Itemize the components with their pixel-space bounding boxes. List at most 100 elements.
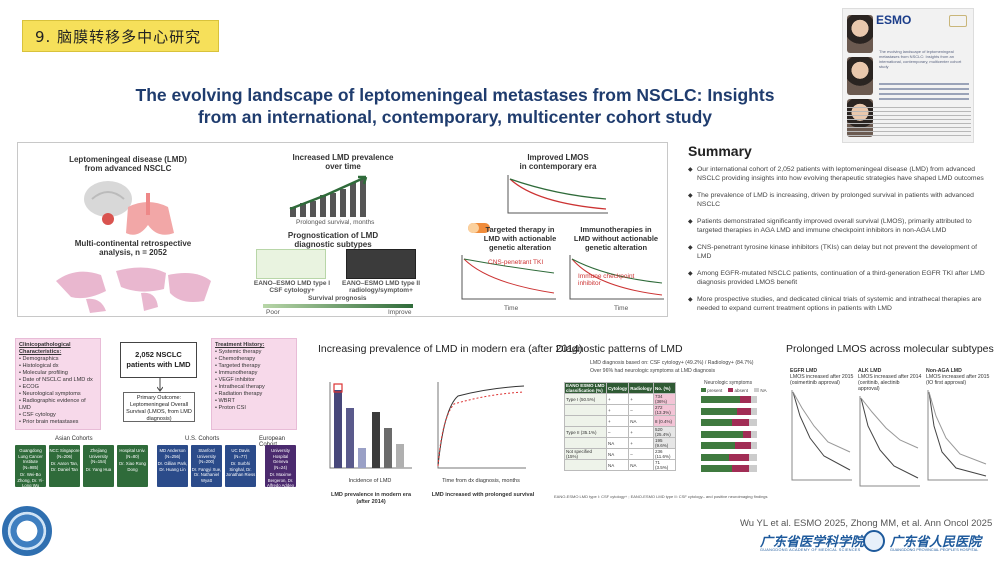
cohort-sublabel: analysis, n = 2052 <box>99 248 167 257</box>
time-label: Time <box>614 305 629 312</box>
symptom-bar-segment <box>751 407 757 415</box>
summary-item: The prevalence of LMD is increasing, dri… <box>688 192 988 209</box>
prevalence-title-block: Increased LMD prevalence over time <box>273 153 413 171</box>
treatment-box: Treatment History: • Systemic therapy• C… <box>211 338 297 430</box>
site-name: MD Anderson <box>159 448 186 453</box>
cumulative-incidence-chart <box>437 382 526 469</box>
symptom-bar-segment <box>701 453 729 461</box>
summary-title: Summary <box>688 143 752 159</box>
treatment-item: • Intrathecal therapy <box>215 384 265 390</box>
alk-km-curves <box>859 396 920 487</box>
lmd-title: Leptomeningeal disease (LMD) <box>69 155 187 164</box>
site-pi: Dr. Wei-Bo Zhong, Dr. Yi-Long Wu <box>17 472 44 488</box>
immuno-km-curve <box>569 255 664 300</box>
hospital-logo-icon <box>863 530 885 552</box>
clinico-item: • Prior brain metastases <box>19 419 79 425</box>
institution-right-sub: GUANGDONG PROVINCIAL PEOPLE'S HOSPITAL <box>890 548 979 552</box>
type2-label: EANO–ESMO LMD type II radiology/symptom+ <box>341 280 420 294</box>
symptom-bar-segment <box>701 465 732 472</box>
paper-thumbnail: ESMO The evolving landscape of leptomeni… <box>842 8 974 143</box>
site-name: Guangdong Lung Cancer Institute <box>18 448 43 464</box>
site-n: (N=206) <box>56 453 73 459</box>
treatment-item: • Radiation therapy <box>215 391 263 397</box>
site-n: (N=80) <box>125 453 140 459</box>
diagnostic-bullet-1: LMD diagnosis based on: CSF cytology+ (4… <box>590 360 754 366</box>
symptom-bar-segment <box>751 396 757 403</box>
clinico-item: • CSF cytology <box>19 412 56 418</box>
symptom-bar-segment <box>701 442 735 449</box>
site-n: (N=985) <box>22 464 39 470</box>
type1-image <box>256 249 326 279</box>
prevalence-bar-chart <box>329 382 412 469</box>
site-card: MD Anderson(N=256)Dr. Gillian Park, Dr. … <box>157 445 188 487</box>
targeted-therapy-icon <box>468 223 490 233</box>
legend-na: NA <box>754 388 767 393</box>
summary-item: Among EGFR-mutated NSCLC patients, conti… <box>688 270 988 287</box>
improve-label: Improve <box>388 309 412 316</box>
paper-title: The evolving landscape of leptomeningeal… <box>879 49 962 69</box>
symptom-bar <box>701 465 757 472</box>
site-name: Stanford University <box>197 448 216 459</box>
symptom-bar-segment <box>701 430 743 438</box>
summary-item: Patients demonstrated significantly impr… <box>688 218 988 235</box>
symptom-bar-segment <box>751 442 757 449</box>
site-pi: Dr. Surbhi Singhal, Dr. Jonathan Riess <box>225 461 256 477</box>
symptom-bar-segment <box>748 453 757 461</box>
site-name: Zhejiang University <box>89 448 108 459</box>
clinico-item: • Neurological symptoms <box>19 391 81 397</box>
treatment-item: • WBRT <box>215 398 235 404</box>
prevalence-figure: Incidence of LMD Time from dx diagnosis,… <box>322 358 534 508</box>
author-photo <box>847 99 873 137</box>
cohort-panel: Clinicopathological Characteristics: • D… <box>15 332 299 500</box>
clinico-item: • Date of NSCLC and LMD dx <box>19 377 93 383</box>
symptom-bar-segment <box>751 430 757 438</box>
site-card: UC Davis(N=77)Dr. Surbhi Singhal, Dr. Jo… <box>225 445 256 487</box>
symptom-bar-segment <box>731 465 749 472</box>
lmos-mini-curve <box>507 175 608 214</box>
diagnostic-bullet-2: Over 96% had neurologic symptoms at LMD … <box>590 368 716 374</box>
asian-cohort-label: Asian Cohorts <box>55 436 93 442</box>
table-row: Not specified (15%)NA–236 (11.6%) <box>564 448 676 460</box>
author-photo <box>847 15 873 53</box>
site-card: Hospital Univ.(N=80)Dr. Xiao Rong Dong <box>117 445 148 487</box>
prevalence-mini-bars <box>289 175 368 217</box>
non-aga-km-curves <box>927 390 988 481</box>
cohort-title-block: Multi-continental retrospective analysis… <box>58 239 208 257</box>
site-pi: Dr. Yang Hua <box>85 466 112 472</box>
arrow-down-icon <box>157 378 163 392</box>
egfr-km-curves <box>791 390 852 481</box>
treatment-item: • Targeted therapy <box>215 363 261 369</box>
prevalence-title: Increasing prevalence of LMD in modern e… <box>318 343 583 355</box>
ga-prognostic-subtitle: diagnostic subtypes <box>294 240 372 249</box>
brain-shape <box>84 181 132 217</box>
site-n: (N=77) <box>233 453 248 459</box>
summary-item: More prospective studies, and dedicated … <box>688 296 988 313</box>
type2-image <box>346 249 416 279</box>
site-name: University Hospital Geneva <box>271 448 290 464</box>
symptom-bar-segment <box>701 407 738 415</box>
summary-item: Our international cohort of 2,052 patien… <box>688 166 988 183</box>
clinico-item: • Molecular profiling <box>19 370 68 376</box>
title-line-1: The evolving landscape of leptomeningeal… <box>135 85 775 105</box>
prevalence-caption-left: LMD prevalence in modern era (after 2014… <box>330 492 412 505</box>
world-map-illustration <box>56 267 211 313</box>
immuno-block: Immunotherapies in LMD without actionabl… <box>573 225 659 252</box>
targeted-km-curve <box>461 255 556 300</box>
lmd-title-block: Leptomeningeal disease (LMD) from advanc… <box>58 155 198 173</box>
title-line-2: from an international, contemporary, mul… <box>197 107 713 127</box>
trachea-shape <box>146 193 150 215</box>
diagnostic-figure: LMD diagnosis based on: CSF cytology+ (4… <box>554 358 768 508</box>
non-aga-km-plot: Non-AGA LMD LMOS increased after 2015 (I… <box>926 368 990 496</box>
clinico-item: • Radiographic evidence of LMD <box>19 398 86 411</box>
journal-seal-icon <box>949 15 967 27</box>
clinico-list: • Demographics• Histological dx• Molecul… <box>19 356 97 426</box>
site-card: NCC Singapore(N=206)Dr. Aaron Tan, Dr. D… <box>49 445 80 487</box>
symptoms-legend: present absent NA <box>701 388 767 393</box>
clinico-item: • Histological dx <box>19 363 59 369</box>
slide-title: The evolving landscape of leptomeningeal… <box>80 84 830 128</box>
symptom-bar-segment <box>748 465 757 472</box>
academy-logo-icon <box>2 506 52 556</box>
site-card: Guangdong Lung Cancer Institute(N=985) Dr… <box>15 445 46 488</box>
